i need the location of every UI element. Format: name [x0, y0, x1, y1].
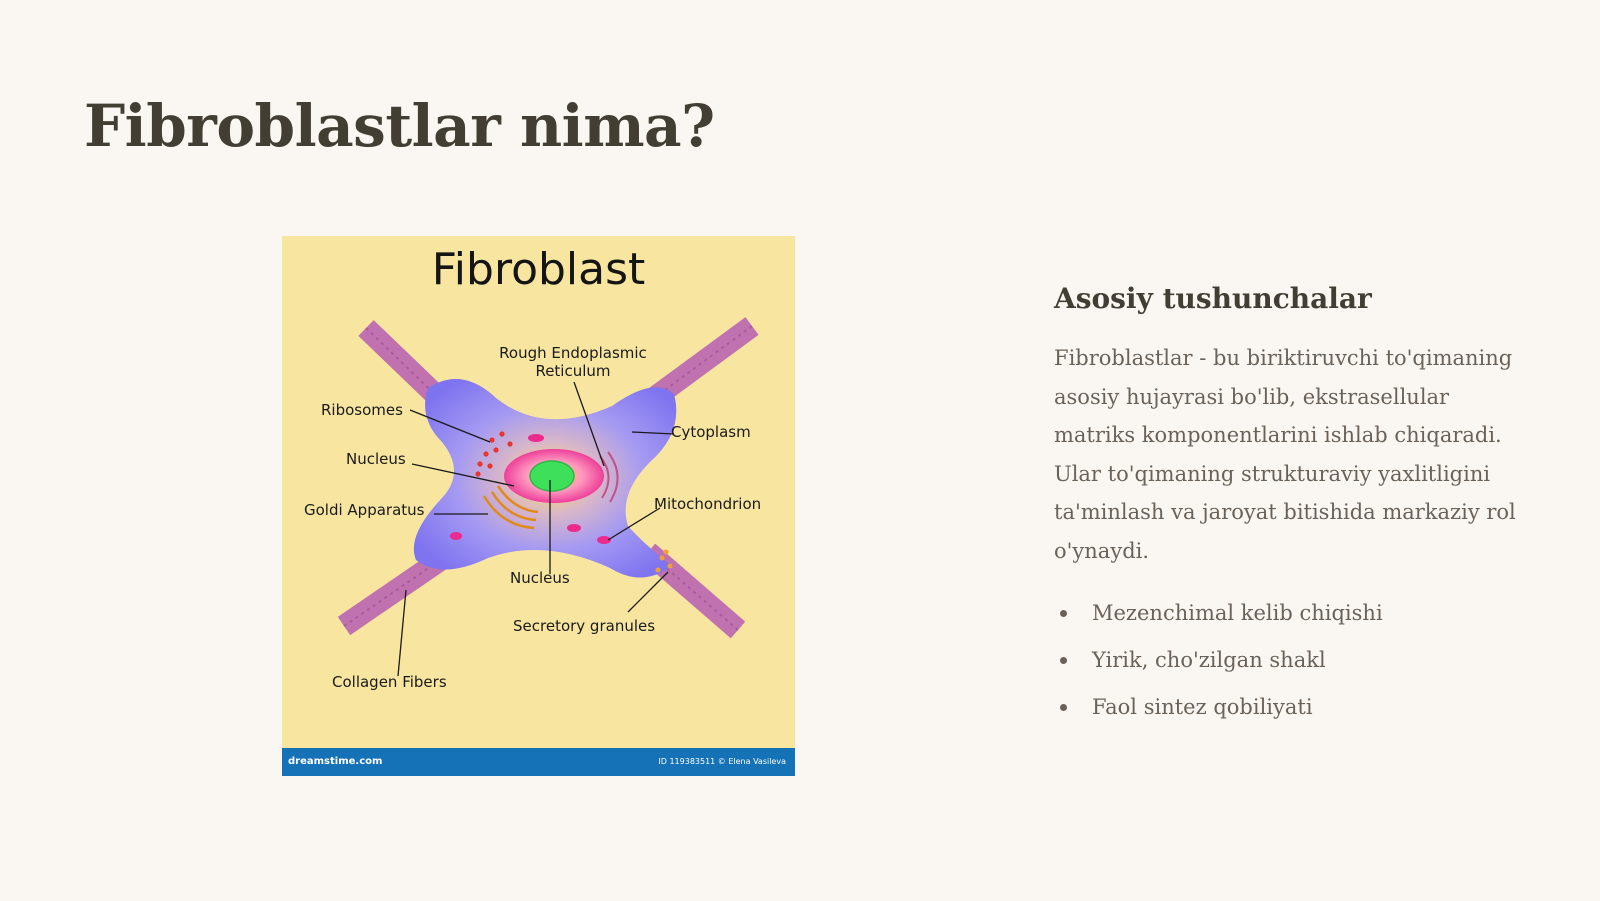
- image-credit-bar: dreamstime.com ID 119383511 © Elena Vasi…: [282, 748, 795, 776]
- bullet-item: Yirik, cho'zilgan shakl: [1054, 637, 1534, 684]
- credit-id: ID 119383511 © Elena Vasileva: [658, 757, 786, 766]
- bullet-list: Mezenchimal kelib chiqishi Yirik, cho'zi…: [1054, 590, 1534, 731]
- bullet-text: Yirik, cho'zilgan shakl: [1092, 648, 1326, 672]
- figure-title: Fibroblast: [431, 244, 646, 295]
- fibroblast-diagram: Fibroblast Rough Endoplasmic Reticulum R…: [282, 236, 795, 776]
- label-collagen-fibers: Collagen Fibers: [332, 673, 447, 691]
- label-cytoplasm: Cytoplasm: [671, 423, 751, 441]
- bullet-dot-icon: [1060, 657, 1067, 664]
- bullet-text: Mezenchimal kelib chiqishi: [1092, 601, 1383, 625]
- label-secretory-granules: Secretory granules: [513, 617, 656, 635]
- mitochondria: [450, 434, 611, 544]
- ribosomes: [475, 431, 513, 477]
- bullet-item: Faol sintez qobiliyati: [1054, 684, 1534, 731]
- secretory-granules: [655, 549, 673, 573]
- bullet-dot-icon: [1060, 610, 1067, 617]
- nucleolus: [529, 460, 575, 492]
- key-concepts-panel: Asosiy tushunchalar Fibroblastlar - bu b…: [1054, 282, 1534, 731]
- bullet-dot-icon: [1060, 704, 1067, 711]
- golgi-apparatus: [482, 485, 539, 530]
- slide-title: Fibroblastlar nima?: [84, 92, 715, 160]
- label-rough-er: Rough Endoplasmic Reticulum: [499, 344, 647, 380]
- label-nucleus-bottom: Nucleus: [510, 569, 570, 587]
- bullet-item: Mezenchimal kelib chiqishi: [1054, 590, 1534, 637]
- label-mitochondrion: Mitochondrion: [654, 495, 762, 513]
- leader-lines: [397, 381, 675, 677]
- section-heading: Asosiy tushunchalar: [1054, 282, 1372, 315]
- credit-source: dreamstime.com: [288, 756, 383, 767]
- rough-er: [599, 451, 619, 503]
- fibroblast-illustration: [337, 317, 759, 677]
- bullet-text: Faol sintez qobiliyati: [1092, 695, 1313, 719]
- label-golgi: Goldi Apparatus: [304, 501, 425, 519]
- description-paragraph: Fibroblastlar - bu biriktiruvchi to'qima…: [1054, 346, 1516, 563]
- label-ribosomes: Ribosomes: [321, 401, 403, 419]
- label-nucleus-left: Nucleus: [346, 450, 406, 468]
